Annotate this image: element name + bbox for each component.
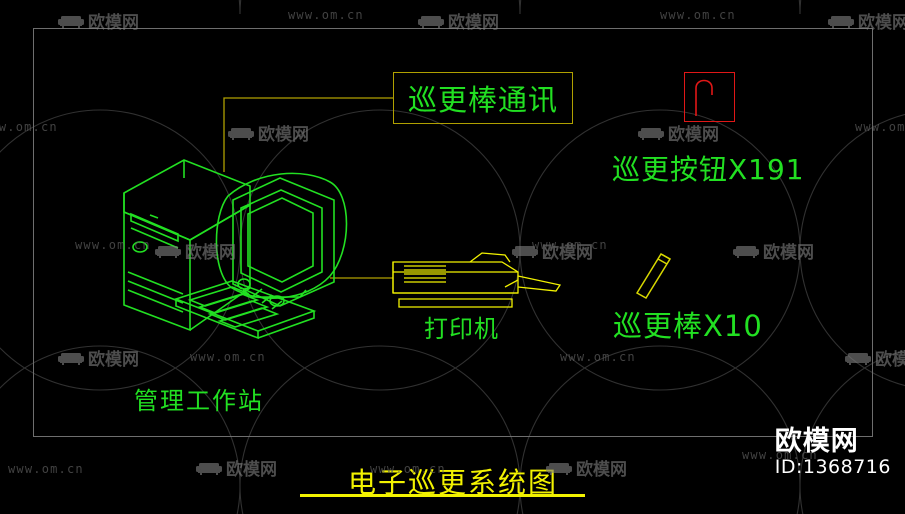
printer-symbol — [392, 252, 562, 308]
drawing-frame-border — [33, 28, 873, 437]
patrol-baton-symbol — [635, 252, 672, 300]
brand-name: 欧模网 — [774, 426, 859, 457]
patrol-button-hook-icon — [695, 79, 713, 116]
patrol-button-symbol-box — [684, 72, 735, 122]
drawing-title: 电子巡更系统图 — [348, 466, 559, 499]
comm-box-outline — [393, 72, 573, 124]
comm-box-label: 巡更棒通讯 — [407, 85, 558, 117]
printer-label: 打印机 — [424, 315, 499, 343]
drawing-title-underline — [300, 494, 585, 497]
brand-id: ID:1368716 — [774, 456, 891, 479]
patrol-baton-label: 巡更棒X10 — [613, 309, 763, 343]
computer-workstation-symbol — [123, 159, 348, 340]
workstation-label: 管理工作站 — [134, 387, 264, 415]
connector-lines — [223, 97, 393, 279]
patrol-button-label: 巡更按钮X191 — [612, 153, 805, 186]
brand-watermark: 欧模网 ID:1368716 — [774, 426, 891, 480]
